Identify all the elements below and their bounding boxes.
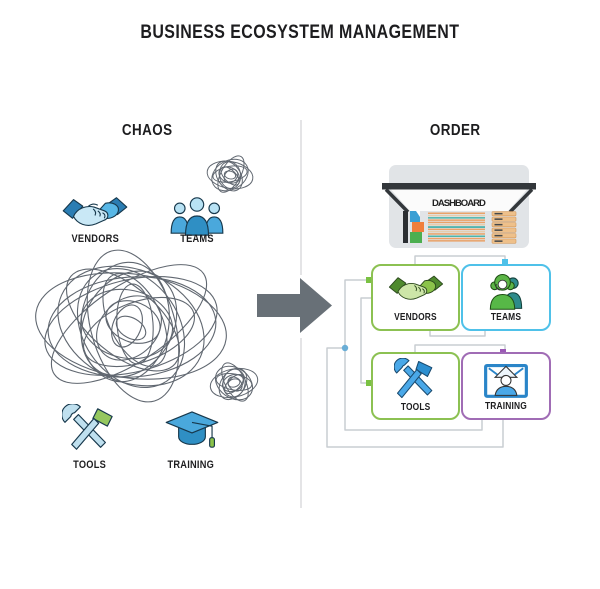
hammer-wrench-icon	[62, 404, 113, 450]
teams-box-label: TEAMS	[490, 312, 522, 323]
page-title-text: BUSINESS ECOSYSTEM MANAGEMENT	[140, 22, 460, 43]
chaos-teams-label: TEAMS	[157, 233, 237, 245]
dashboard-title-band	[391, 189, 527, 211]
teams-box: TEAMS	[461, 264, 551, 331]
dashboard-chart-icon	[403, 211, 424, 243]
training-box: TRAINING	[461, 352, 551, 420]
connector-node-tools-left	[366, 380, 372, 386]
tangle-scribble-large-icon	[35, 249, 227, 403]
dashboard-label: DASHBOARD	[432, 198, 486, 209]
chaos-teams-label-text: TEAMS	[180, 233, 214, 245]
handshake-green-icon	[388, 266, 444, 312]
hammer-wrench-blue-icon	[393, 354, 438, 402]
connector-node-vendors-left	[366, 277, 372, 283]
tools-box-label: TOOLS	[400, 402, 431, 413]
laptop-dashboard-icon: DASHBOARD	[382, 165, 536, 248]
tangle-scribble-small-top-icon	[206, 155, 254, 193]
chaos-tools-label: TOOLS	[50, 459, 130, 471]
dashboard-stripes	[428, 212, 485, 242]
chaos-heading: CHAOS	[60, 122, 235, 140]
connector-node-junction-dot	[341, 344, 349, 352]
chaos-heading-text: CHAOS	[122, 122, 173, 139]
vendors-box: VENDORS	[371, 264, 460, 331]
chaos-vendors-label-text: VENDORS	[71, 233, 119, 245]
presenter-screen-icon	[483, 354, 529, 401]
order-heading: ORDER	[368, 122, 543, 140]
support-person-icon	[485, 266, 527, 312]
page-title: BUSINESS ECOSYSTEM MANAGEMENT	[0, 22, 600, 44]
tools-box: TOOLS	[371, 352, 460, 420]
tangle-scribble-small-bottom-icon	[209, 362, 259, 402]
team-people-icon	[170, 197, 224, 236]
dashboard-list-icon	[491, 211, 517, 244]
chaos-tools-label-text: TOOLS	[73, 459, 107, 471]
handshake-icon	[62, 197, 128, 226]
connector-node-teams-top	[502, 259, 508, 265]
right-arrow-icon	[257, 278, 332, 333]
connector-lines	[326, 255, 508, 448]
chaos-vendors-label: VENDORS	[55, 233, 135, 245]
vendors-box-label: VENDORS	[394, 312, 437, 323]
divider-line-bottom	[300, 338, 302, 508]
training-box-label: TRAINING	[485, 401, 527, 412]
chaos-training-label-text: TRAINING	[167, 459, 215, 471]
graduation-cap-icon	[165, 411, 219, 448]
order-heading-text: ORDER	[430, 122, 481, 139]
chaos-training-label: TRAINING	[151, 459, 231, 471]
divider-line-top	[300, 120, 302, 275]
